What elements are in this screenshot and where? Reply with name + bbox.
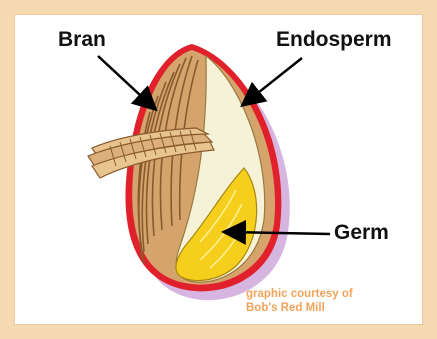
credit-line-1: graphic courtesy of — [246, 287, 353, 301]
credit-text: graphic courtesy of Bob's Red Mill — [246, 287, 353, 316]
endosperm-arrow — [244, 58, 302, 104]
bran-arrow — [98, 56, 154, 108]
credit-line-2: Bob's Red Mill — [246, 301, 353, 315]
germ-label: Germ — [334, 222, 389, 243]
bran-label: Bran — [58, 29, 106, 50]
endosperm-label: Endosperm — [276, 29, 392, 50]
